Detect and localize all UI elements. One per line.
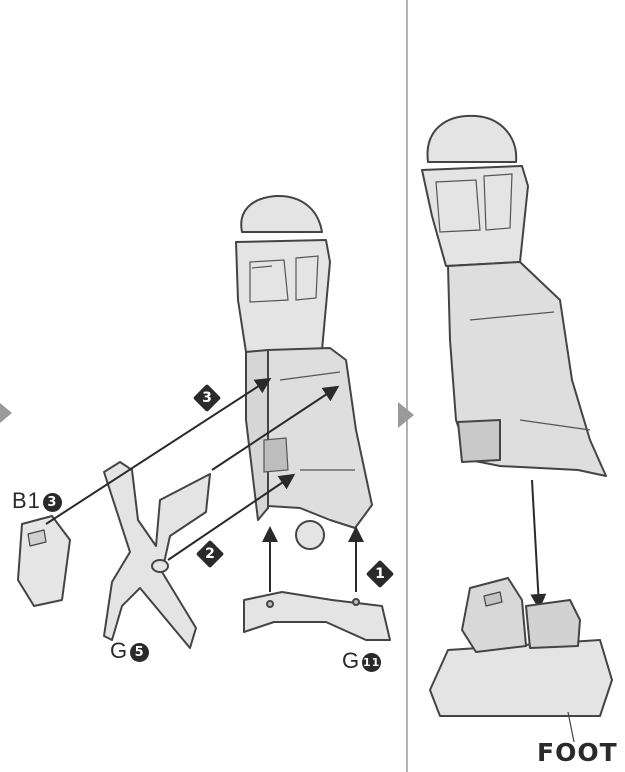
part-g11 (244, 592, 390, 640)
part-g5 (104, 462, 210, 648)
step-number: 1 (367, 561, 393, 587)
step-marker-1: 1 (367, 561, 393, 587)
step-number: 2 (197, 541, 223, 567)
part-number: 5 (130, 643, 149, 662)
step-arrow-icon (398, 402, 414, 428)
runner-letter: G (110, 638, 128, 663)
part-number: 3 (43, 493, 62, 512)
part-number: 11 (362, 653, 381, 672)
completed-lower-leg (422, 116, 606, 476)
connection-arrow-icon (46, 380, 268, 524)
lower-leg-part (236, 196, 372, 549)
result-label-foot: FOOT (537, 738, 618, 767)
part-b1 (18, 516, 70, 606)
runner-letter: B1 (12, 488, 41, 513)
step-marker-2: 2 (197, 541, 223, 567)
connection-arrow-icon (532, 480, 539, 606)
step-number: 3 (194, 385, 220, 411)
foot-base (430, 578, 612, 716)
step-marker-3: 3 (194, 385, 220, 411)
step-arrow-icon (0, 403, 12, 423)
runner-letter: G (342, 648, 360, 673)
